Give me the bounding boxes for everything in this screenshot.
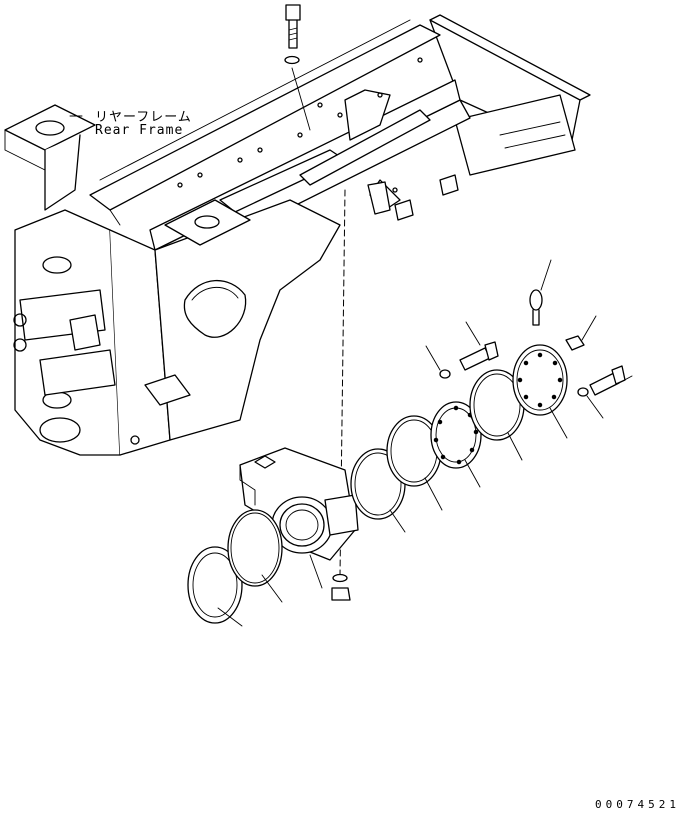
top-bolt [285,4,301,49]
part-name-jp: リヤーフレーム [95,110,192,125]
shim-ring-6 [469,369,525,441]
nut-right [565,335,585,351]
part-name-en: Rear Frame [95,123,184,138]
washer-left [439,369,451,379]
bearing-plate-5 [430,401,482,469]
trunnion-bracket [239,447,359,561]
bottom-washer-nut [331,573,351,601]
washer-right [577,387,589,397]
callout-leaders [217,259,633,627]
seal-ring-2 [227,509,283,587]
rear-frame [4,14,591,456]
end-cap [512,344,568,416]
seal-ring-1 [187,546,243,624]
eye-bolt [529,289,543,326]
bolt-right [589,365,626,396]
shim-ring-4 [386,415,442,487]
top-washer [284,55,300,65]
bolt-left [459,341,499,371]
drawing-number: 00074521 [595,798,680,811]
